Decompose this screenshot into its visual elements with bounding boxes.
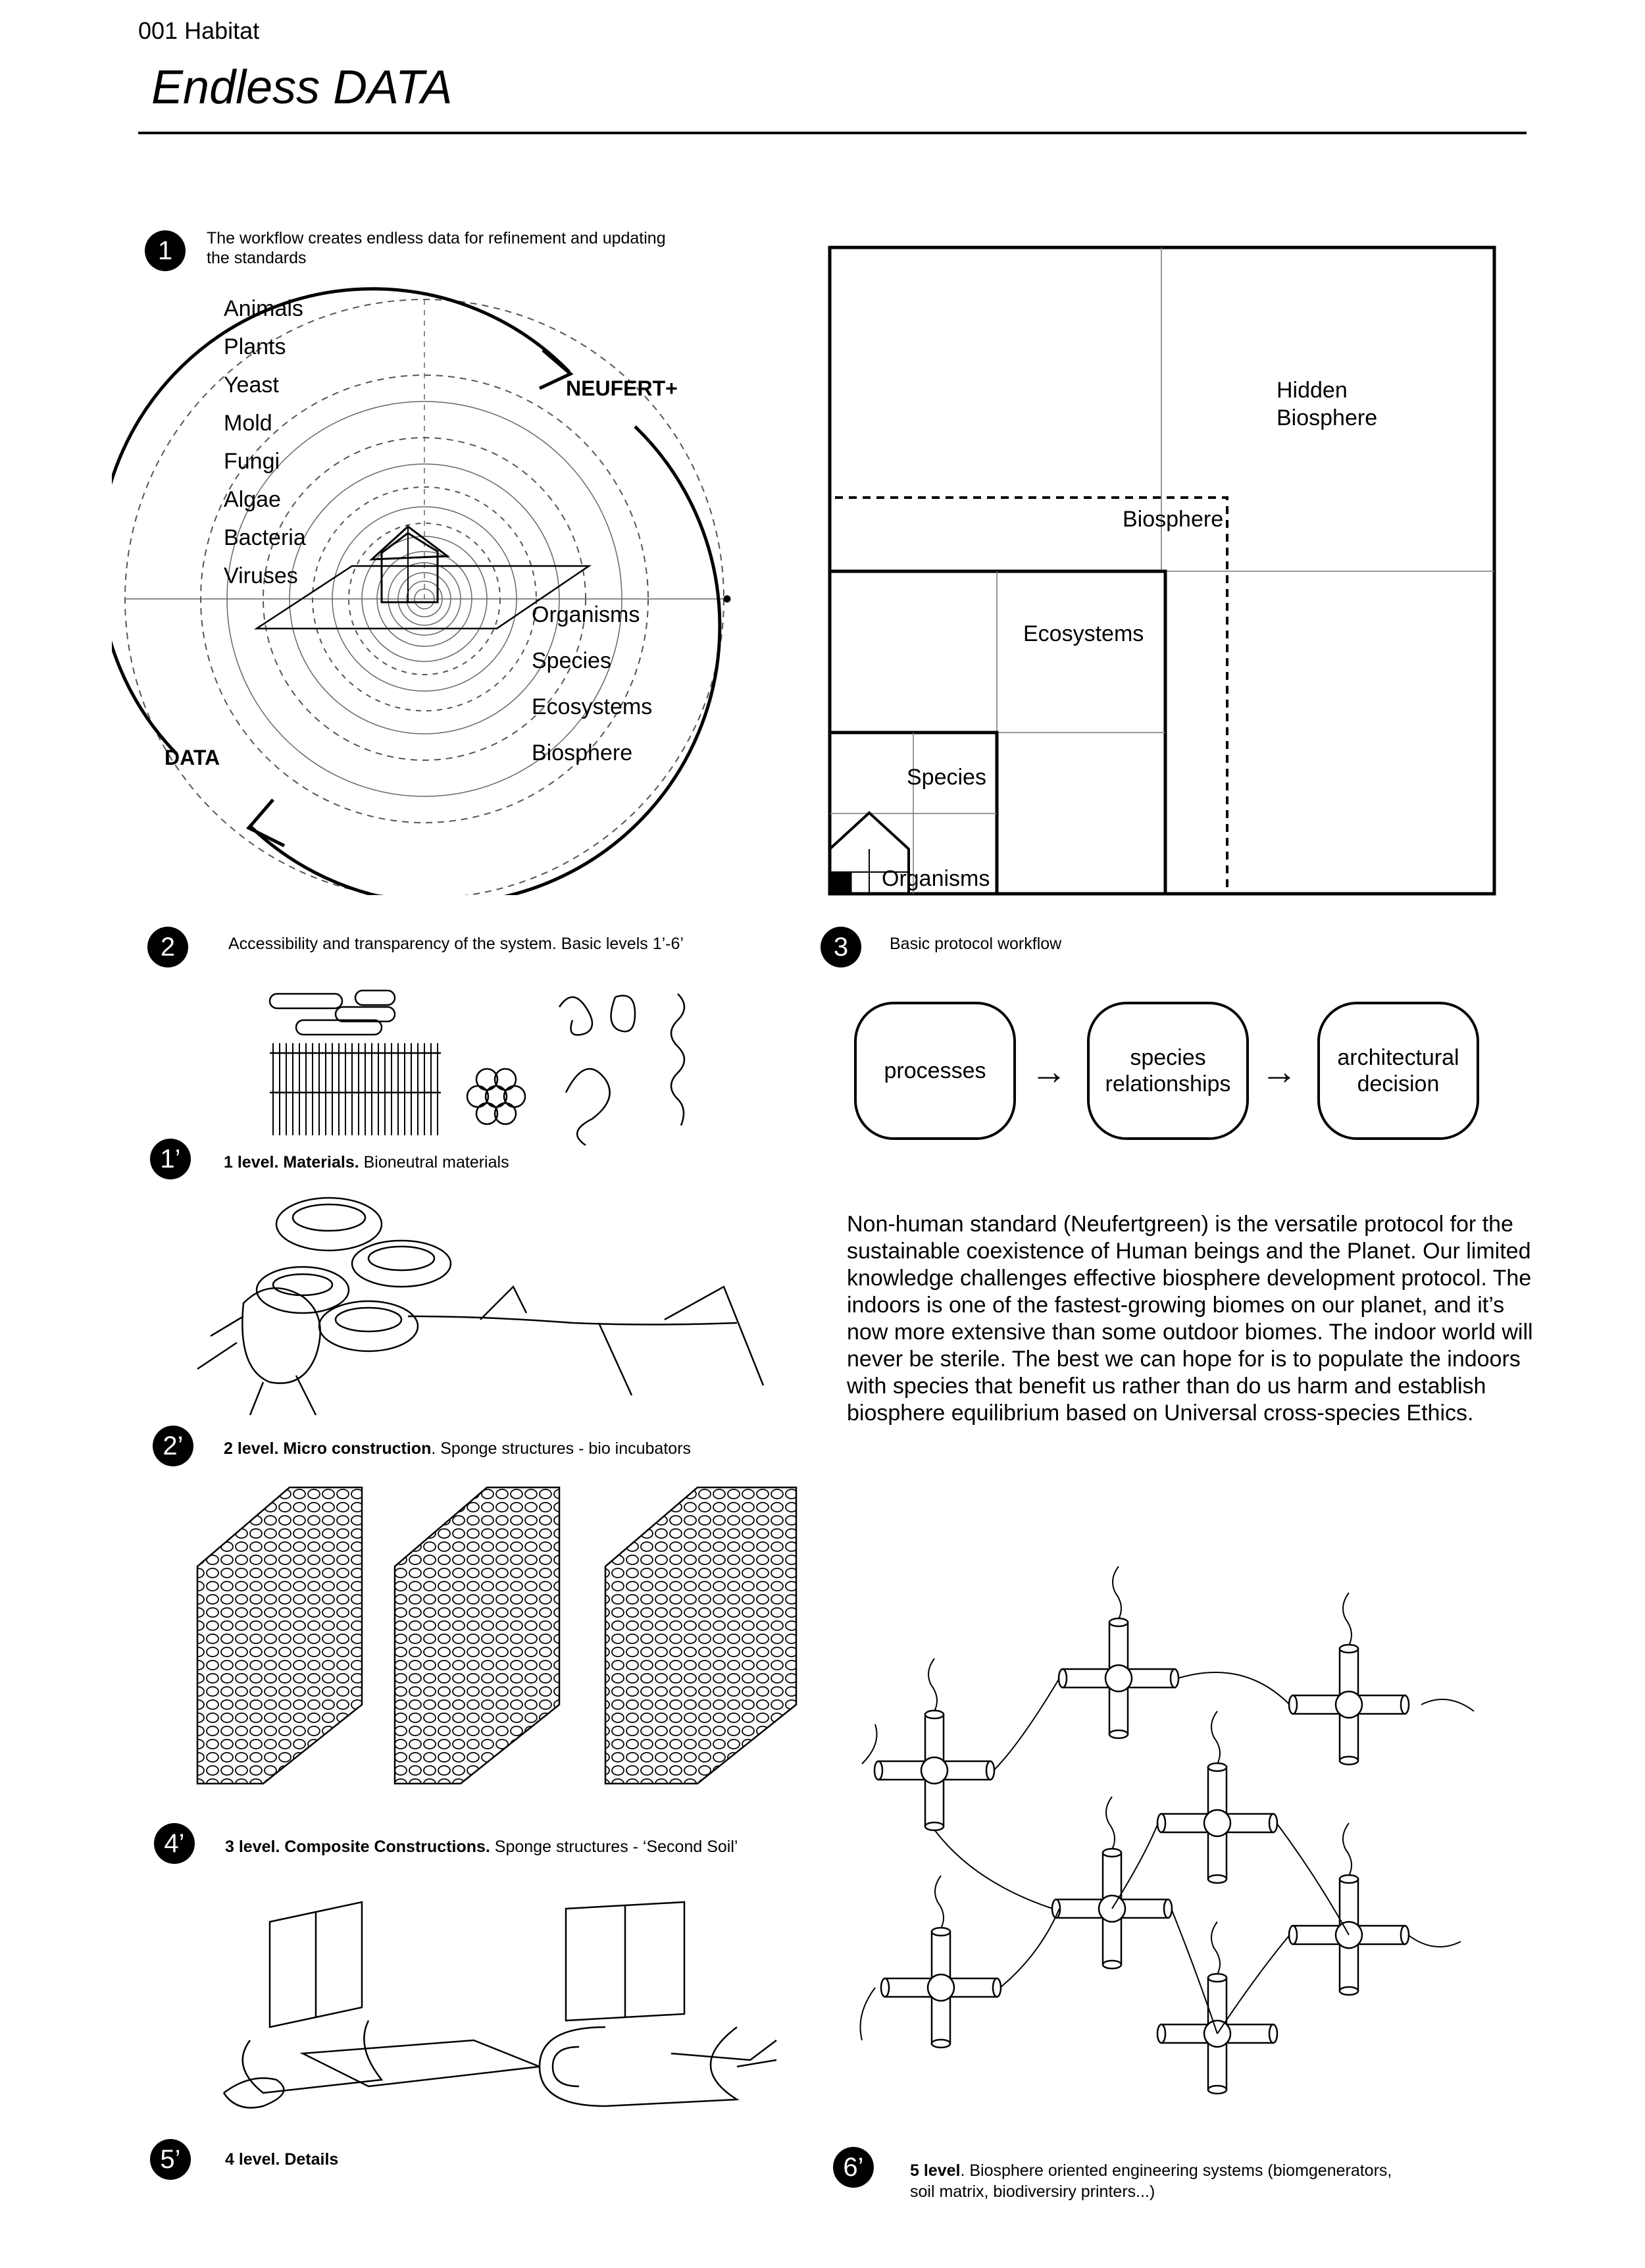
kingdom-label: Viruses [224, 563, 298, 588]
flow-step-text: decision [1357, 1071, 1440, 1096]
kingdom-label: Fungi [224, 449, 280, 474]
ecosystems-label: Ecosystems [1023, 621, 1144, 646]
biosphere-label: Biosphere [1123, 507, 1224, 532]
level1-caption-rest: Bioneutral materials [359, 1153, 509, 1172]
materials-illustration [268, 989, 686, 1147]
badge-2: 2 [147, 927, 188, 967]
hidden-label-line2: Biosphere [1277, 405, 1378, 430]
section1-caption-line2: the standards [207, 249, 307, 267]
level3-caption-bold: 3 level. Composite Constructions. [225, 1838, 490, 1856]
flow-arrow: → [1261, 1050, 1298, 1092]
level2-caption-bold: 2 level. Micro construction [224, 1439, 432, 1458]
badge-4-prime: 4’ [154, 1823, 195, 1864]
kingdom-label: Animals [224, 296, 303, 321]
flow-arrow: → [1030, 1050, 1067, 1092]
details-illustration [222, 1901, 777, 2109]
kingdom-label: Bacteria [224, 525, 306, 550]
level-label: Organisms [532, 602, 640, 627]
kingdom-label: Algae [224, 487, 281, 512]
level1-caption-bold: 1 level. Materials. [224, 1153, 359, 1172]
page-title: Endless DATA [151, 61, 453, 114]
level3-caption-rest: Sponge structures - ‘Second Soil’ [490, 1838, 738, 1856]
kingdom-label: Mold [224, 411, 272, 436]
badge-1: 1 [145, 230, 186, 271]
composite-construction-illustration [196, 1486, 797, 1785]
flow-step-processes: processes [854, 1002, 1016, 1140]
section3-caption: Basic protocol workflow [890, 935, 1062, 953]
badge-3: 3 [821, 927, 861, 967]
flow-step-text: species [1130, 1045, 1206, 1070]
badge-5-prime: 5’ [150, 2139, 191, 2180]
level2-caption: 2 level. Micro construction. Sponge stru… [224, 1438, 691, 1459]
species-label: Species [907, 765, 986, 790]
flow-step-text: relationships [1105, 1071, 1231, 1096]
level4-caption: 4 level. Details [225, 2149, 338, 2170]
badge-2-prime: 2’ [153, 1426, 193, 1466]
level3-caption: 3 level. Composite Constructions. Sponge… [225, 1836, 738, 1857]
hidden-label-line1: Hidden [1277, 378, 1348, 403]
flow-step-text: architectural [1337, 1045, 1459, 1070]
level5-caption-line2: soil matrix, biodiversiry printers...) [910, 2182, 1155, 2201]
section1-caption-line1: The workflow creates endless data for re… [207, 229, 666, 247]
flow-step-text: processes [884, 1058, 986, 1083]
micro-construction-illustration [197, 1197, 765, 1416]
nested-scale-diagram [828, 245, 1496, 896]
level-label: Species [532, 648, 611, 673]
level2-caption-rest: . Sponge structures - bio incubators [431, 1439, 692, 1458]
level5-caption-bold: 5 level [910, 2161, 961, 2180]
body-paragraph: Non-human standard (Neufertgreen) is the… [847, 1212, 1533, 1426]
level-label: Ecosystems [532, 694, 653, 719]
level5-caption-rest: . Biosphere oriented engineering systems… [960, 2161, 1392, 2180]
section2-caption: Accessibility and transparency of the sy… [228, 935, 684, 953]
hidden-biosphere-label: Hidden Biosphere [1277, 376, 1377, 432]
neufert-label: NEUFERT+ [566, 376, 678, 400]
engineering-systems-illustration [859, 1565, 1475, 2095]
level1-caption: 1 level. Materials. Bioneutral materials [224, 1152, 509, 1173]
level-label: Biosphere [532, 740, 633, 765]
badge-6-prime: 6’ [833, 2147, 874, 2188]
kingdom-label: Plants [224, 334, 286, 359]
page-number: 001 Habitat [138, 17, 260, 44]
header-divider [138, 132, 1527, 134]
level5-caption: 5 level. Biosphere oriented engineering … [910, 2160, 1392, 2202]
organisms-label: Organisms [882, 866, 990, 891]
data-label: DATA [164, 746, 220, 769]
kingdom-label: Yeast [224, 373, 279, 398]
workflow-circle-diagram [112, 287, 731, 895]
badge-1-prime: 1’ [150, 1139, 191, 1179]
level4-caption-bold: 4 level. Details [225, 2150, 339, 2169]
